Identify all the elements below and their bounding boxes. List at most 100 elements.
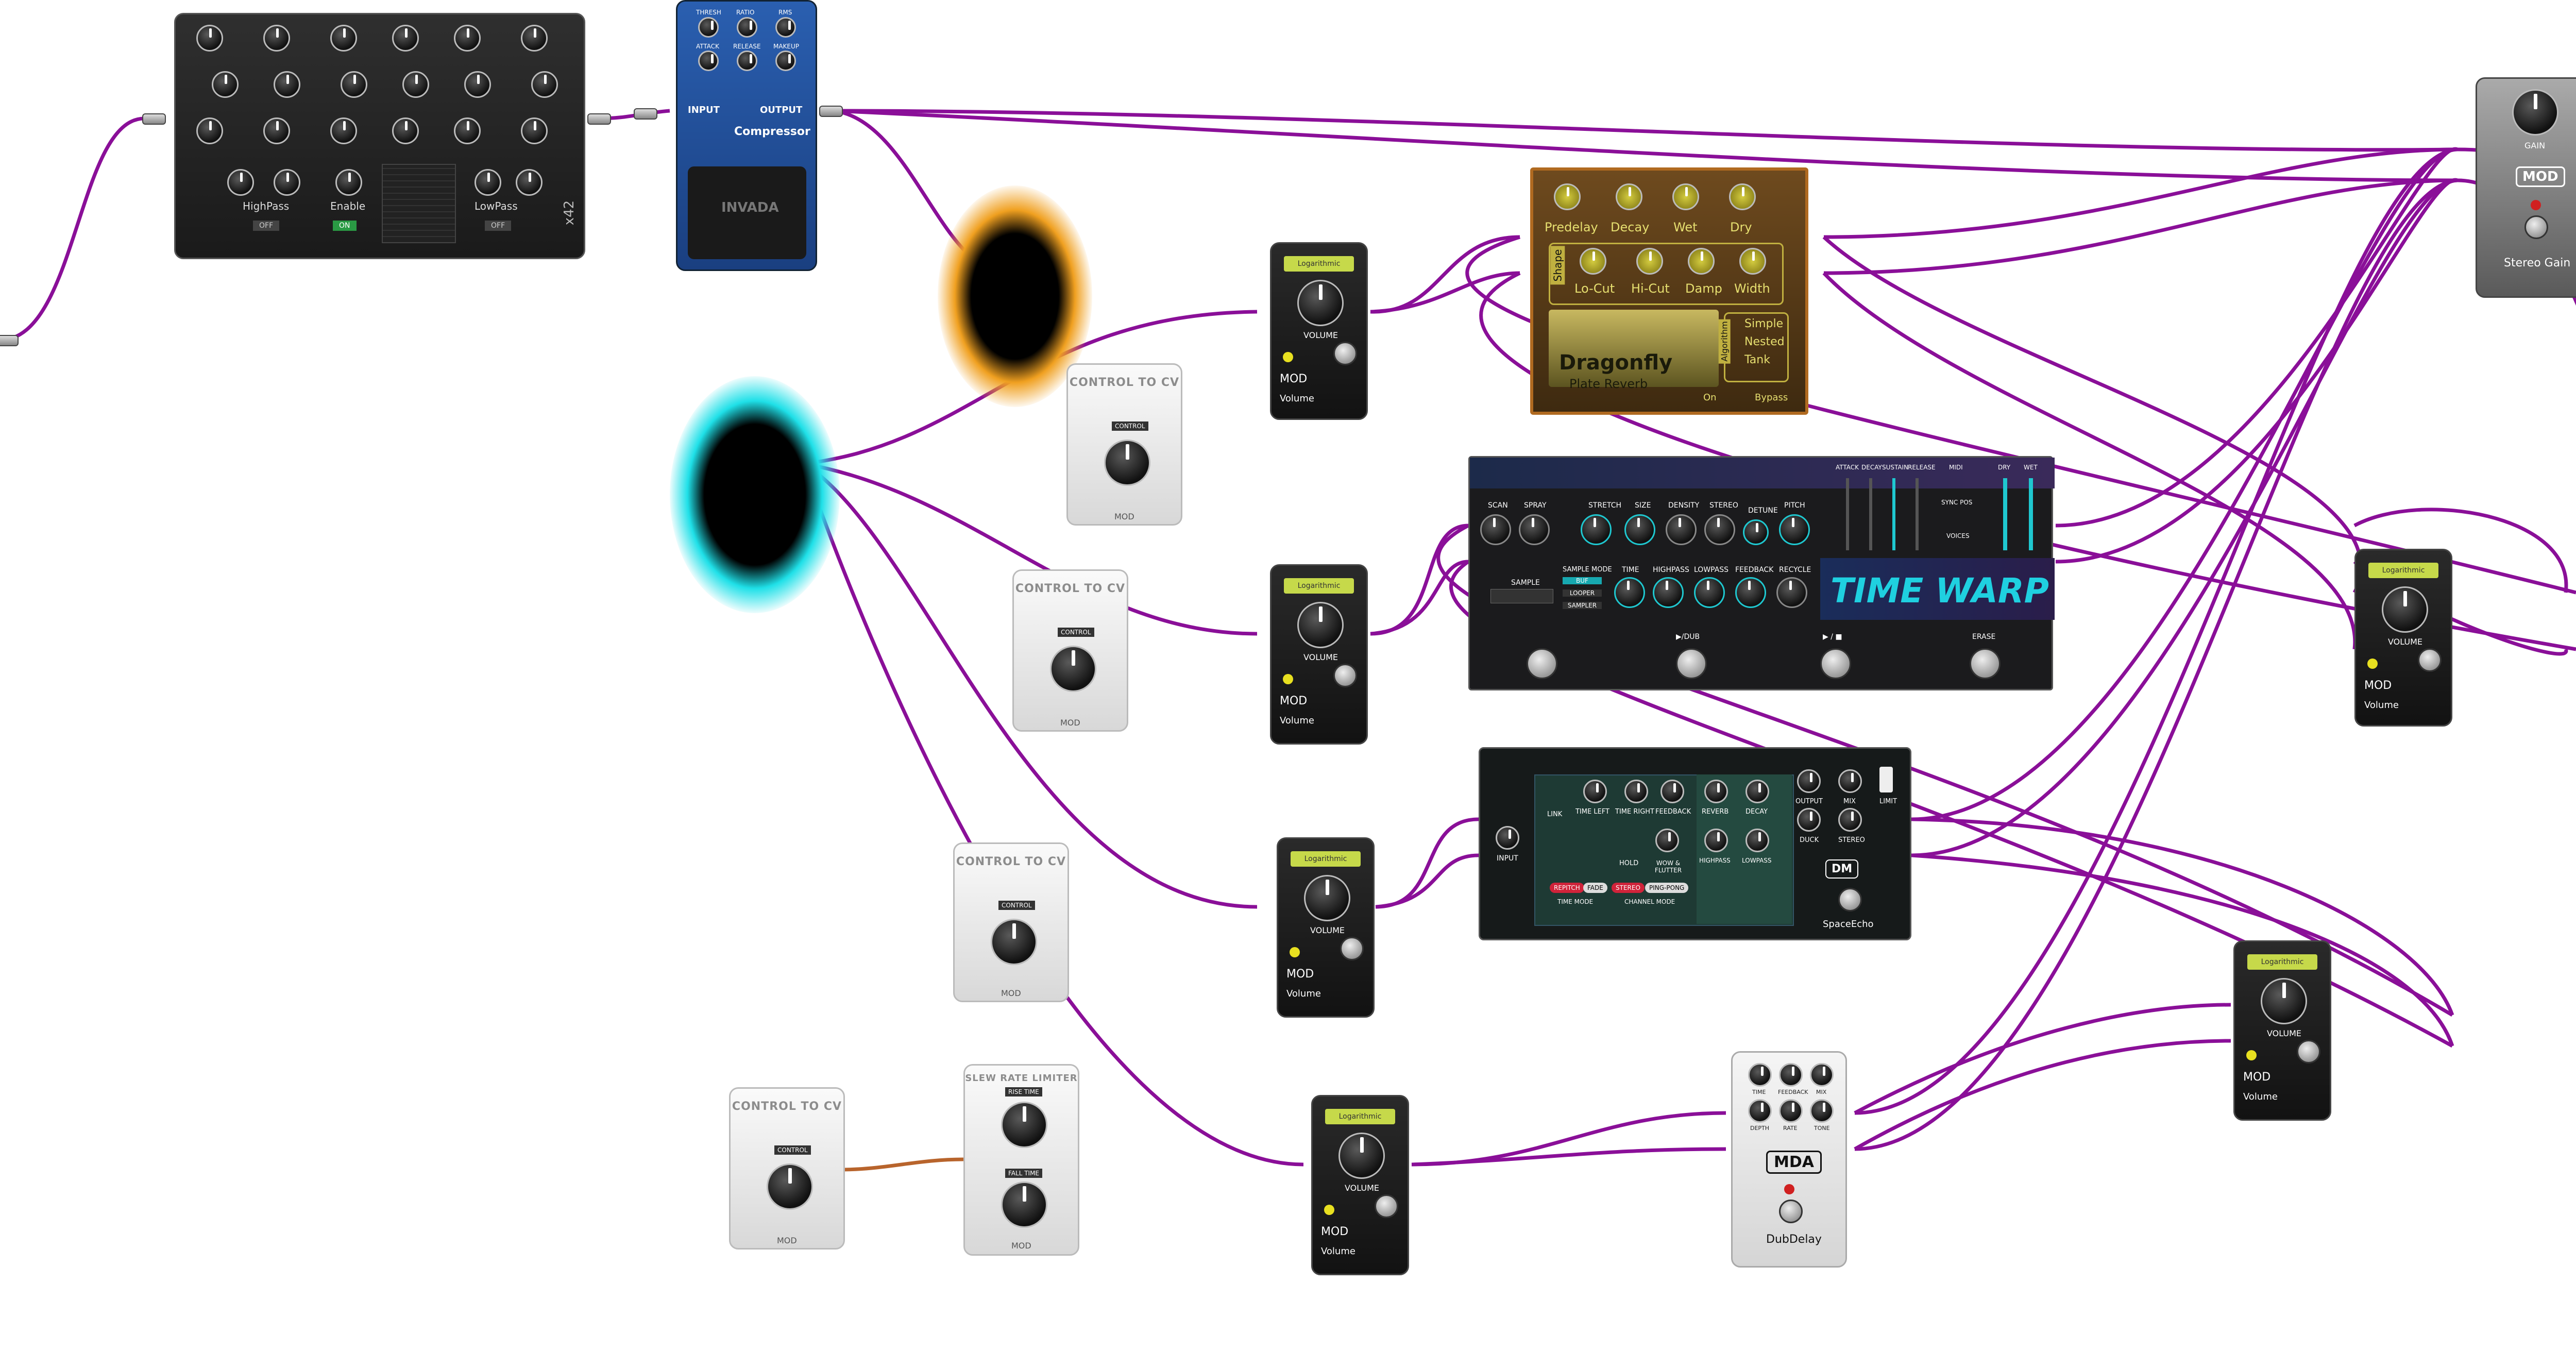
decay-slider[interactable] bbox=[1869, 478, 1872, 550]
bypass-footswitch[interactable] bbox=[1333, 342, 1357, 365]
highpass-knob[interactable] bbox=[1704, 829, 1728, 852]
mode-display[interactable]: Logarithmic bbox=[1284, 256, 1354, 272]
knob-icon[interactable] bbox=[392, 25, 419, 52]
mode-display[interactable]: Logarithmic bbox=[1291, 851, 1361, 867]
cable[interactable] bbox=[803, 462, 1258, 909]
knob-icon[interactable] bbox=[521, 117, 548, 144]
control-knob[interactable] bbox=[767, 1163, 813, 1210]
bypass-footswitch[interactable] bbox=[1340, 937, 1364, 960]
timewarp-footswitch-2[interactable] bbox=[1676, 648, 1707, 679]
bypass-footswitch[interactable] bbox=[2297, 1040, 2320, 1064]
repitch-button[interactable]: REPITCH bbox=[1550, 883, 1584, 893]
knob-icon[interactable] bbox=[330, 25, 357, 52]
sustain-slider[interactable] bbox=[1892, 478, 1895, 550]
knob-icon[interactable] bbox=[341, 71, 367, 98]
stereogain-footswitch[interactable] bbox=[2524, 215, 2548, 239]
volume-knob[interactable] bbox=[1338, 1133, 1385, 1179]
recycle-knob[interactable] bbox=[1776, 577, 1807, 608]
feedback-knob[interactable] bbox=[1660, 780, 1684, 803]
knob-icon[interactable] bbox=[402, 71, 429, 98]
density-knob[interactable] bbox=[1666, 514, 1697, 545]
mod-volume-pedal-5[interactable]: Logarithmic VOLUME MOD Volume bbox=[2354, 549, 2452, 727]
bypass-footswitch[interactable] bbox=[2418, 648, 2442, 672]
wet-slider[interactable] bbox=[2029, 478, 2033, 550]
dragonfly-plate-reverb-plugin[interactable]: Predelay Decay Wet Dry Shape Lo-Cut Hi-C… bbox=[1530, 167, 1808, 415]
mod-volume-pedal-2[interactable]: Logarithmic VOLUME MOD Volume bbox=[1270, 564, 1368, 745]
mod-stereo-gain-plugin[interactable]: GAIN MOD Stereo Gain bbox=[2476, 77, 2576, 298]
sample-select[interactable] bbox=[1490, 589, 1553, 603]
time-knob[interactable] bbox=[1614, 577, 1645, 608]
dubdelay-footswitch[interactable] bbox=[1779, 1200, 1803, 1223]
fade-button[interactable]: FADE bbox=[1583, 883, 1607, 893]
mod-volume-pedal-6[interactable]: Logarithmic VOLUME MOD Volume bbox=[2233, 940, 2331, 1121]
control-to-cv-3[interactable]: CONTROL TO CV CONTROL MOD bbox=[953, 842, 1069, 1002]
cable[interactable] bbox=[1375, 853, 1479, 909]
decay-knob[interactable] bbox=[1745, 780, 1769, 803]
knob-icon[interactable] bbox=[196, 117, 223, 144]
cable[interactable] bbox=[1436, 524, 2453, 1017]
x42-output-jack[interactable] bbox=[587, 113, 611, 125]
lowpass-switch[interactable]: OFF bbox=[485, 221, 512, 231]
feedback-knob[interactable] bbox=[1735, 577, 1766, 608]
highpass-knob[interactable] bbox=[1653, 577, 1684, 608]
time-knob[interactable] bbox=[1748, 1063, 1772, 1087]
time-warp-plugin[interactable]: SCAN SPRAY STRETCH SIZE DENSITY STEREO D… bbox=[1468, 456, 2055, 690]
x42-output-jack-2[interactable] bbox=[634, 108, 657, 120]
cable[interactable] bbox=[1854, 1003, 2231, 1115]
timewarp-footswitch-4[interactable] bbox=[1970, 648, 2001, 679]
input-knob[interactable] bbox=[1496, 826, 1519, 850]
spray-knob[interactable] bbox=[1519, 514, 1550, 545]
bypass-footswitch[interactable] bbox=[1333, 664, 1357, 687]
knob-icon[interactable] bbox=[330, 117, 357, 144]
hi-cut-knob[interactable] bbox=[1636, 248, 1663, 275]
control-button[interactable]: CONTROL bbox=[1058, 628, 1094, 637]
mda-dubdelay-plugin[interactable]: TIME FEEDBACK MIX DEPTH RATE TONE MDA Du… bbox=[1731, 1051, 1847, 1268]
cable[interactable] bbox=[1370, 271, 1520, 314]
cable[interactable] bbox=[1854, 1039, 2231, 1151]
knob-icon[interactable] bbox=[263, 117, 290, 144]
cable[interactable] bbox=[803, 462, 1258, 636]
cable[interactable] bbox=[1370, 560, 1469, 636]
control-button[interactable]: CONTROL bbox=[1112, 421, 1148, 431]
mode-looper[interactable]: LOOPER bbox=[1563, 589, 1602, 597]
stretch-knob[interactable] bbox=[1581, 514, 1612, 545]
dry-slider[interactable] bbox=[2003, 478, 2007, 550]
control-knob[interactable] bbox=[1050, 646, 1096, 692]
knob-icon[interactable] bbox=[212, 71, 239, 98]
knob-icon[interactable] bbox=[263, 25, 290, 52]
knob-icon[interactable] bbox=[474, 169, 501, 196]
rms-knob[interactable] bbox=[775, 17, 796, 38]
mix-knob[interactable] bbox=[1810, 1063, 1834, 1087]
cable[interactable] bbox=[1911, 853, 2454, 1047]
cable[interactable] bbox=[2055, 178, 2459, 564]
volume-knob[interactable] bbox=[2382, 586, 2428, 633]
cable[interactable] bbox=[1823, 147, 2458, 239]
volume-knob[interactable] bbox=[1297, 280, 1344, 326]
lowpass-knob[interactable] bbox=[1694, 577, 1725, 608]
system-input-jack[interactable] bbox=[0, 335, 19, 346]
timewarp-footswitch-1[interactable] bbox=[1527, 648, 1557, 679]
knob-icon[interactable] bbox=[464, 71, 491, 98]
cable[interactable] bbox=[802, 463, 1304, 1167]
release-slider[interactable] bbox=[1916, 478, 1919, 550]
volume-knob[interactable] bbox=[1304, 875, 1350, 921]
compressor-footswitch[interactable] bbox=[688, 166, 806, 259]
reverb-knob[interactable] bbox=[1704, 780, 1728, 803]
control-to-cv-2[interactable]: CONTROL TO CV CONTROL MOD bbox=[1012, 569, 1128, 732]
time-right-knob[interactable] bbox=[1624, 780, 1648, 803]
enable-switch[interactable]: ON bbox=[333, 221, 357, 231]
mode-nested[interactable]: Nested bbox=[1744, 335, 1785, 348]
cable[interactable] bbox=[1375, 817, 1479, 909]
knob-icon[interactable] bbox=[335, 169, 362, 196]
cable[interactable] bbox=[1854, 147, 2458, 1115]
cable[interactable] bbox=[834, 109, 2458, 182]
output-knob[interactable] bbox=[1797, 769, 1821, 793]
mode-sampler[interactable]: SAMPLER bbox=[1563, 602, 1602, 609]
stereo-knob[interactable] bbox=[1704, 514, 1735, 545]
mode-display[interactable]: Logarithmic bbox=[1325, 1109, 1395, 1124]
x42-input-jack[interactable] bbox=[142, 113, 166, 125]
cable[interactable] bbox=[1911, 147, 2458, 821]
knob-icon[interactable] bbox=[516, 169, 543, 196]
lo-cut-knob[interactable] bbox=[1580, 248, 1606, 275]
cable[interactable] bbox=[1823, 178, 2458, 275]
